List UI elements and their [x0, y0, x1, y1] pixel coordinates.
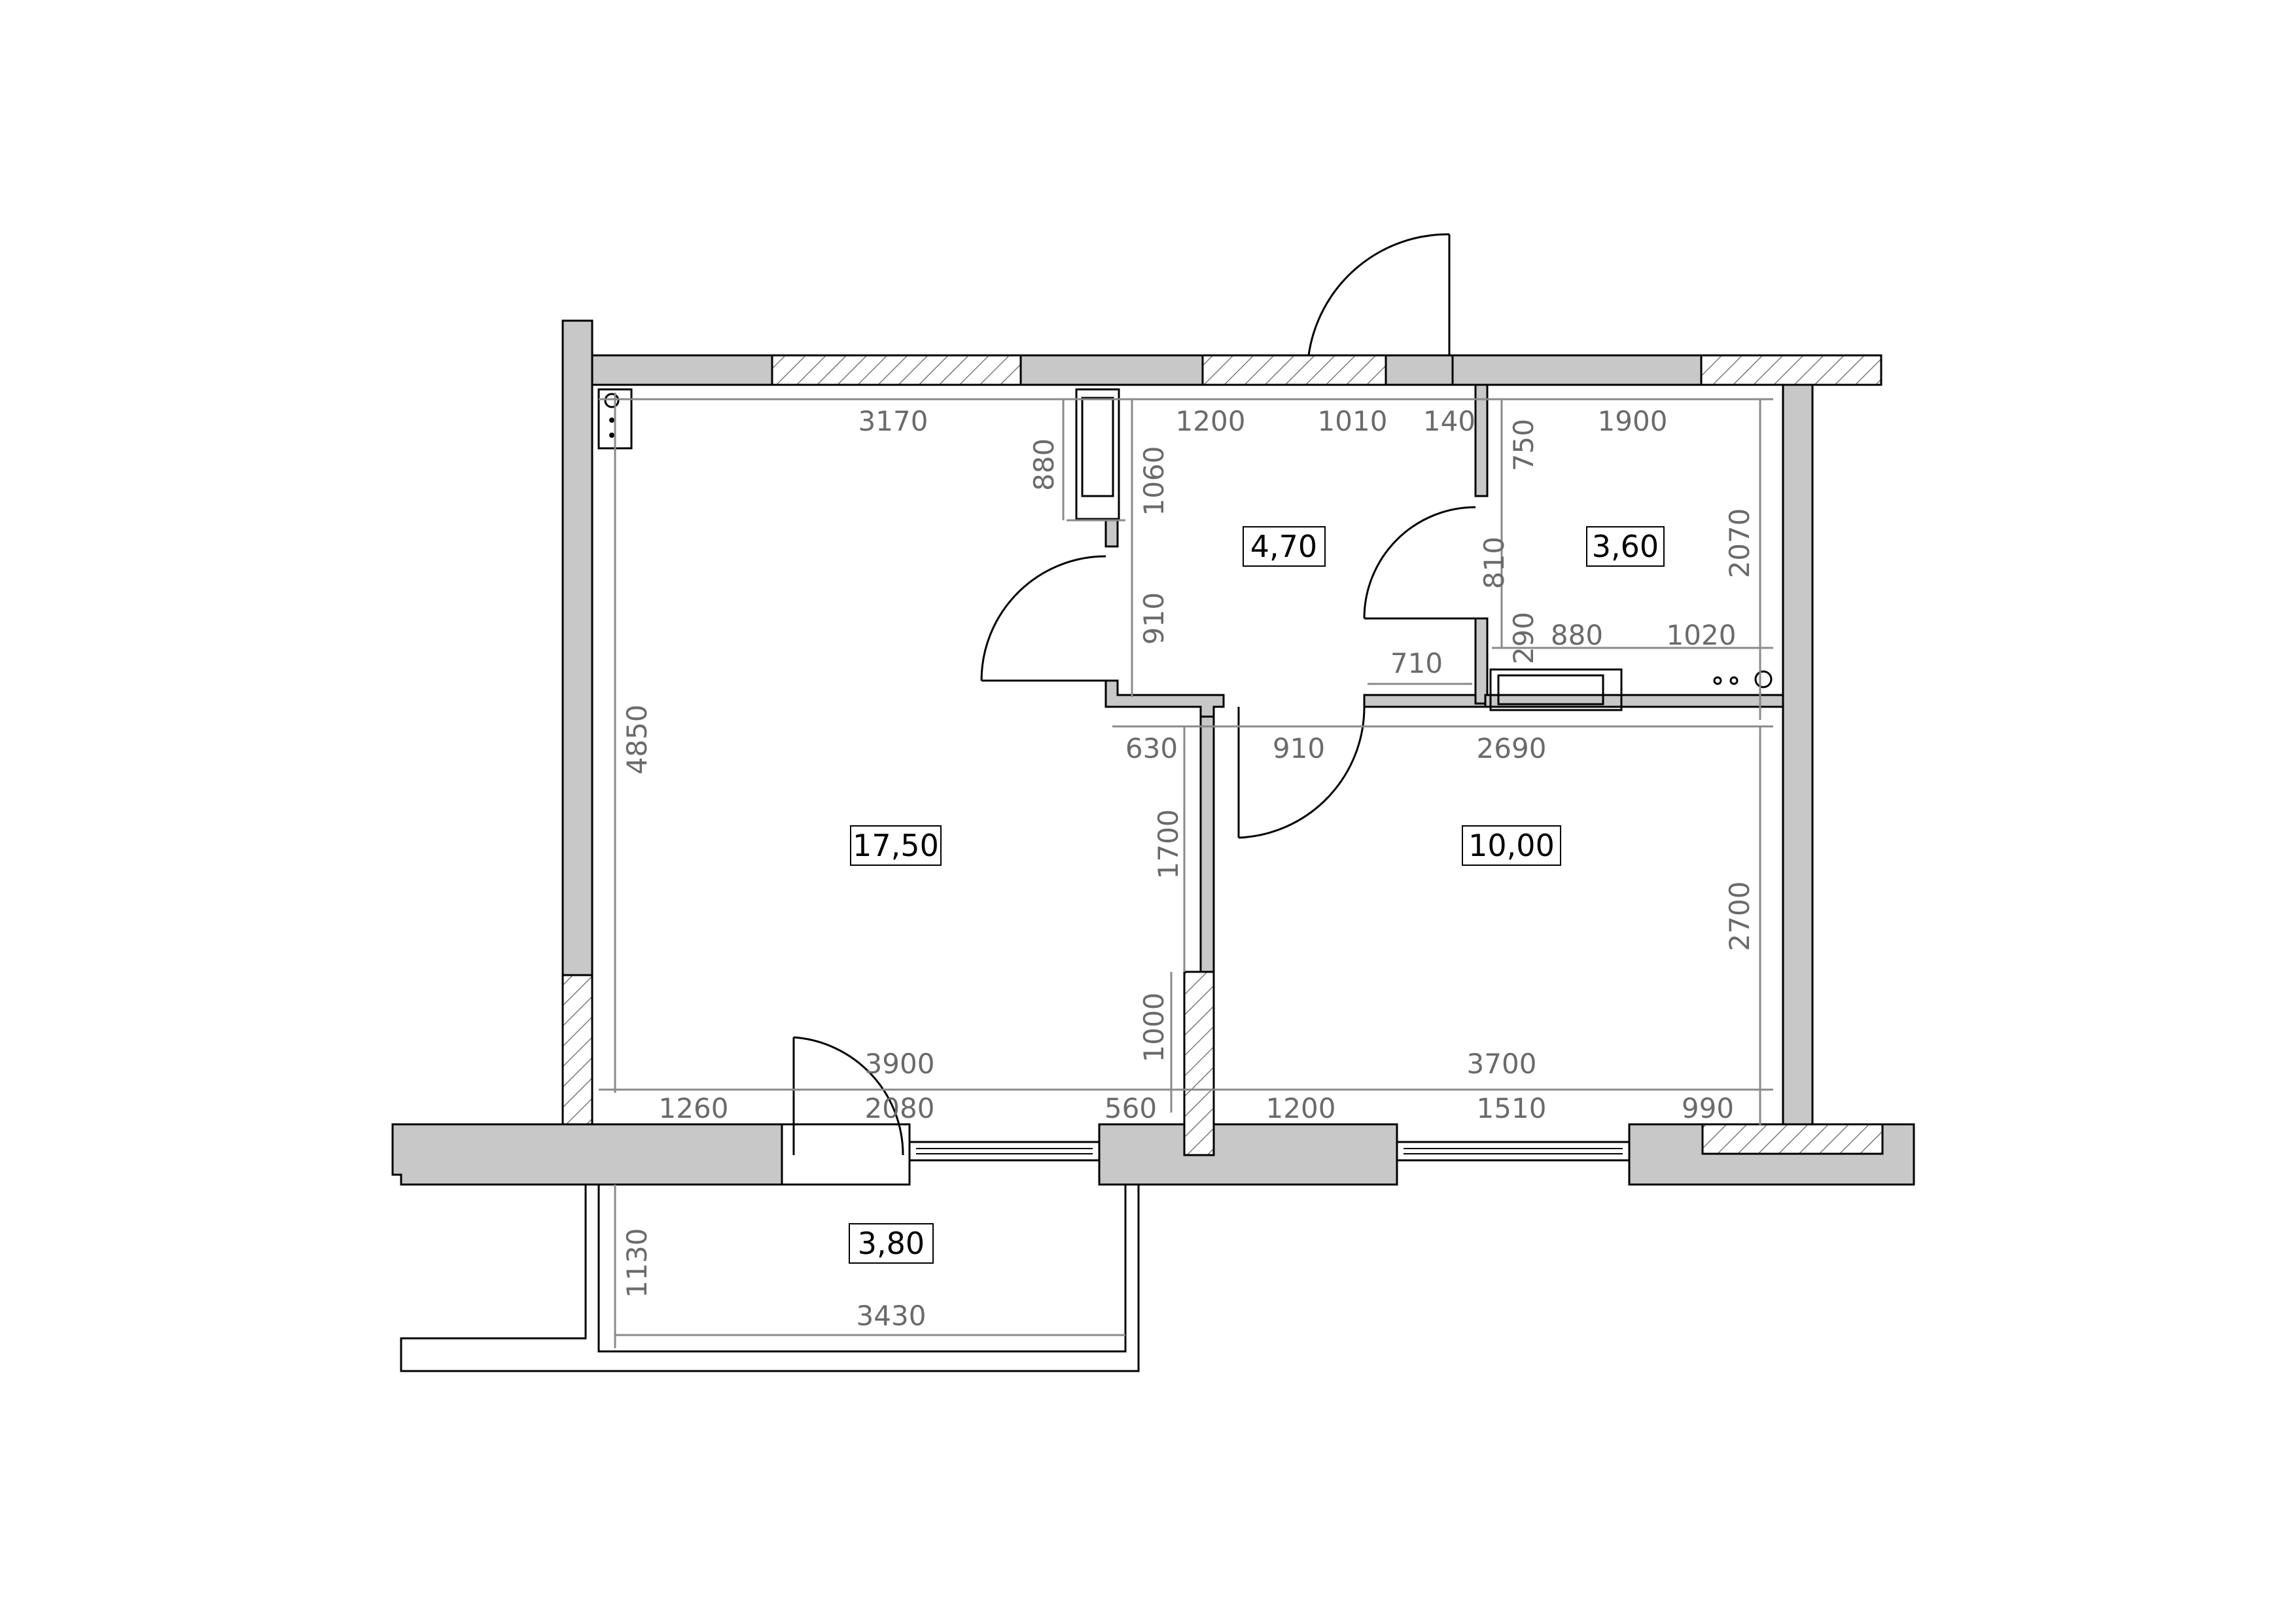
room-area-bathroom: 3,60 — [1592, 529, 1659, 564]
wall-top-hatched-1 — [771, 354, 1022, 386]
bath-wall-upper — [1474, 383, 1489, 497]
walls — [391, 319, 1915, 1186]
dimension-labels: 3170 1200 1010 140 1900 880 1060 910 750… — [621, 405, 1756, 1332]
dim-bottom-1200: 1200 — [1266, 1092, 1336, 1124]
dim-living-1000: 1000 — [1138, 993, 1170, 1063]
room-area-labels: 17,50 4,70 3,60 10,00 3,80 — [849, 526, 1665, 1264]
balcony — [400, 1185, 1140, 1372]
dim-bath-810: 810 — [1478, 537, 1510, 589]
dim-bottom-2080: 2080 — [865, 1092, 935, 1124]
dim-bath-1020: 1020 — [1667, 619, 1737, 651]
hall-wall-bottom-right — [1363, 694, 1487, 708]
bathtub-icon — [1075, 388, 1623, 711]
room-area-hall: 4,70 — [1250, 529, 1317, 564]
dim-bottom-990: 990 — [1682, 1092, 1734, 1124]
dim-bottom-3700: 3700 — [1467, 1048, 1537, 1080]
dim-bath-2070: 2070 — [1723, 508, 1756, 579]
dim-2690: 2690 — [1477, 732, 1547, 764]
dim-bath-750: 750 — [1508, 419, 1540, 471]
dim-630: 630 — [1125, 732, 1178, 764]
wall-bottom-2 — [1098, 1123, 1398, 1186]
dim-top-2: 1200 — [1176, 405, 1246, 437]
stove-icon — [1713, 670, 1773, 688]
dim-bath-290: 290 — [1508, 612, 1540, 664]
room-area-living: 17,50 — [853, 828, 939, 863]
dim-bottom-1510: 1510 — [1477, 1092, 1547, 1124]
dim-910: 910 — [1273, 732, 1325, 764]
dim-kitchen-2700: 2700 — [1723, 882, 1756, 952]
dim-hall-1060: 1060 — [1138, 446, 1170, 516]
dim-balcony-1130: 1130 — [621, 1228, 653, 1298]
dim-bath-880: 880 — [1551, 619, 1603, 651]
dim-hall-880: 880 — [1028, 438, 1060, 491]
wall-bottom-hatched — [1701, 1123, 1884, 1155]
dim-top-5: 1900 — [1598, 405, 1668, 437]
dim-bottom-3900: 3900 — [865, 1048, 935, 1080]
hall-wall-stub — [1104, 518, 1119, 548]
dim-living-1700: 1700 — [1152, 810, 1184, 880]
partition-hatched — [1183, 971, 1215, 1156]
wall-top-1 — [591, 354, 773, 386]
wall-top-hatched-3 — [1700, 354, 1882, 386]
room-area-balcony: 3,80 — [858, 1226, 925, 1261]
dim-bottom-1260: 1260 — [659, 1092, 729, 1124]
wall-top-4 — [1451, 354, 1703, 386]
dim-top-1: 3170 — [858, 405, 928, 437]
dim-door-710: 710 — [1390, 647, 1443, 679]
wall-top-2 — [1019, 354, 1204, 386]
wall-bottom-1 — [391, 1123, 783, 1186]
dim-living-4850: 4850 — [621, 705, 653, 775]
room-area-kitchen: 10,00 — [1468, 828, 1555, 863]
hall-wall-bottom-left — [1104, 679, 1225, 718]
dim-hall-910: 910 — [1138, 592, 1170, 645]
dim-top-3: 1010 — [1318, 405, 1388, 437]
dim-bottom-560: 560 — [1104, 1092, 1157, 1124]
balcony-door-opening — [781, 1123, 911, 1186]
wall-right — [1782, 383, 1814, 1129]
door-swing-icon — [792, 233, 1476, 1156]
wall-left — [561, 319, 593, 976]
dimension-lines — [599, 393, 1773, 1348]
bath-wall-lower — [1474, 617, 1489, 705]
dim-balcony-3430: 3430 — [857, 1300, 927, 1332]
partition-living-kitchen — [1199, 705, 1215, 973]
dim-top-4: 140 — [1423, 405, 1475, 437]
wall-top-hatched-2 — [1201, 354, 1387, 386]
